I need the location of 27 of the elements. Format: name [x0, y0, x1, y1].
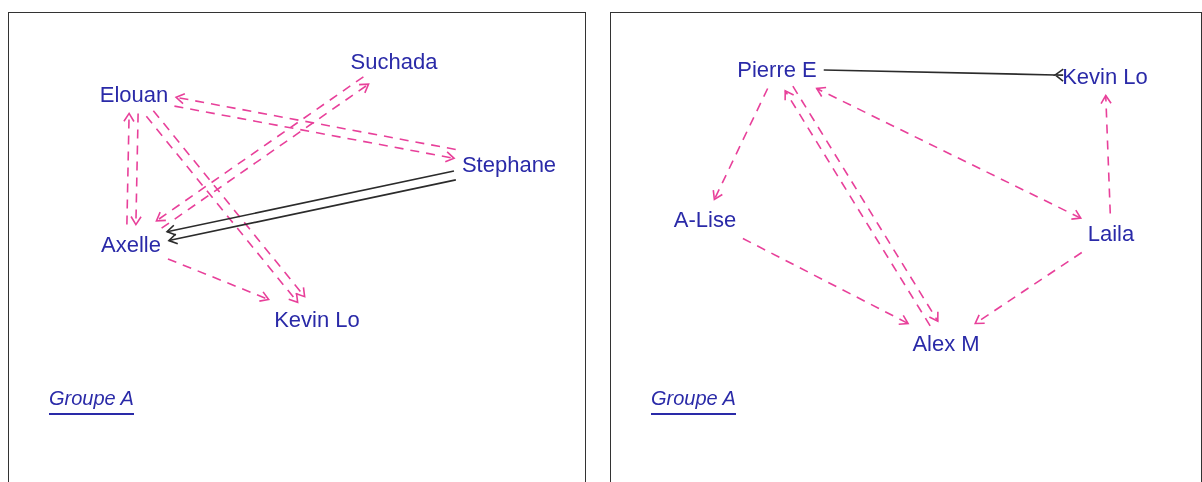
- group-heading: Groupe A: [49, 383, 134, 415]
- arrow: [167, 258, 270, 302]
- arrow: [168, 179, 457, 245]
- arrow: [166, 170, 455, 236]
- arrow: [974, 251, 1083, 325]
- person-name: Elouan: [95, 77, 173, 111]
- arrow: [130, 112, 142, 226]
- person-name: Axelle: [97, 227, 165, 261]
- person-name: Suchada: [346, 44, 442, 78]
- person-name: Pierre E: [733, 52, 821, 86]
- person-name: Kevin Lo: [270, 302, 364, 336]
- arrow: [123, 112, 135, 226]
- arrow: [175, 93, 457, 151]
- arrow: [712, 87, 769, 201]
- person-name: Alex M: [908, 326, 984, 360]
- panel-frame: [610, 12, 1202, 482]
- arrow: [742, 237, 909, 326]
- person-name: Stephane: [457, 147, 561, 181]
- person-name: Laila: [1083, 216, 1139, 250]
- arrow: [173, 105, 455, 163]
- arrow: [1100, 94, 1112, 215]
- person-name: Kevin Lo: [1058, 59, 1152, 93]
- group-heading: Groupe A: [651, 383, 736, 415]
- arrow: [822, 68, 1065, 82]
- person-name: A-Lise: [669, 202, 741, 236]
- arrow: [815, 86, 1082, 220]
- panel-frame: [8, 12, 586, 482]
